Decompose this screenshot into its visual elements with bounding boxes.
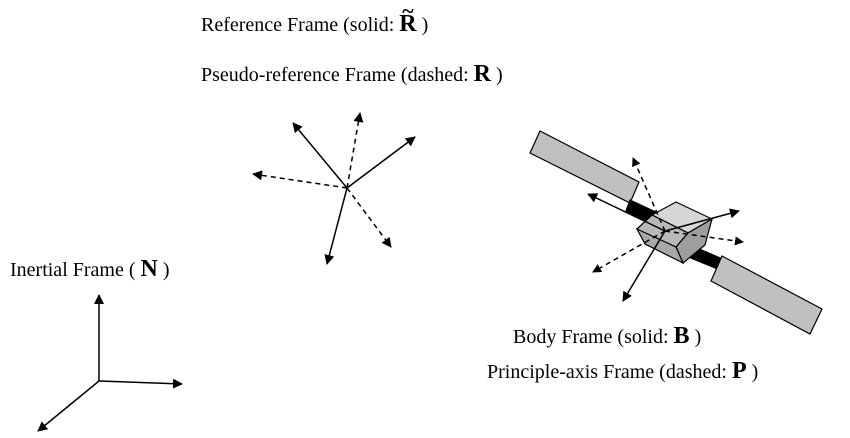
pseudo-frame-suffix: ) <box>491 64 503 86</box>
body-frame-axes <box>587 193 740 302</box>
pseudo-axis-2 <box>252 170 348 189</box>
inertial-frame-axes <box>37 294 183 432</box>
body-frame-suffix: ) <box>689 326 702 348</box>
principal-frame-prefix: Principle-axis Frame (dashed: <box>487 361 732 383</box>
pseudo-axis-1 <box>346 112 364 189</box>
inertial-frame-symbol: N <box>140 256 158 282</box>
body-axis-3 <box>622 230 666 302</box>
reference-axis-2 <box>346 136 416 189</box>
body-frame-symbol: B <box>673 323 690 349</box>
inertial-frame-suffix: ) <box>157 259 170 281</box>
reference-frame-label: Reference Frame (solid: R ) <box>201 12 428 37</box>
reference-frame-axes <box>292 122 416 265</box>
reference-frame-suffix: ) <box>416 14 429 36</box>
reference-axis-3 <box>324 187 348 265</box>
principal-frame-suffix: ) <box>746 361 759 383</box>
pseudo-axis-3 <box>346 187 392 248</box>
reference-frame-symbol: R <box>399 12 416 36</box>
pseudo-reference-frame-axes <box>252 112 392 248</box>
principal-frame-symbol: P <box>731 358 747 384</box>
inertial-frame-prefix: Inertial Frame ( <box>10 259 141 281</box>
reference-axis-1 <box>292 122 348 189</box>
principal-axis-frame-label: Principle-axis Frame (dashed: P ) <box>487 359 758 384</box>
body-axis-1 <box>587 193 666 232</box>
principal-axis-3 <box>592 230 666 273</box>
body-frame-label: Body Frame (solid: B ) <box>513 324 701 349</box>
body-axis-2 <box>664 208 740 232</box>
principal-axis-1 <box>632 157 666 232</box>
inertial-frame-label: Inertial Frame ( N ) <box>10 257 170 282</box>
pseudo-frame-symbol: R <box>473 61 491 87</box>
body-frame-prefix: Body Frame (solid: <box>513 326 674 348</box>
principal-axis-2 <box>664 230 744 246</box>
body-lower-face <box>635 227 685 265</box>
inertial-axis-right <box>98 378 183 389</box>
pseudo-reference-frame-label: Pseudo-reference Frame (dashed: R ) <box>201 62 503 87</box>
solar-panel-left <box>529 130 640 204</box>
principal-axis-frame-axes <box>592 157 744 273</box>
reference-frame-prefix: Reference Frame (solid: <box>201 14 400 36</box>
pseudo-frame-prefix: Pseudo-reference Frame (dashed: <box>201 64 474 86</box>
solar-panel-right <box>710 255 823 335</box>
inertial-axis-down-left <box>37 380 100 432</box>
